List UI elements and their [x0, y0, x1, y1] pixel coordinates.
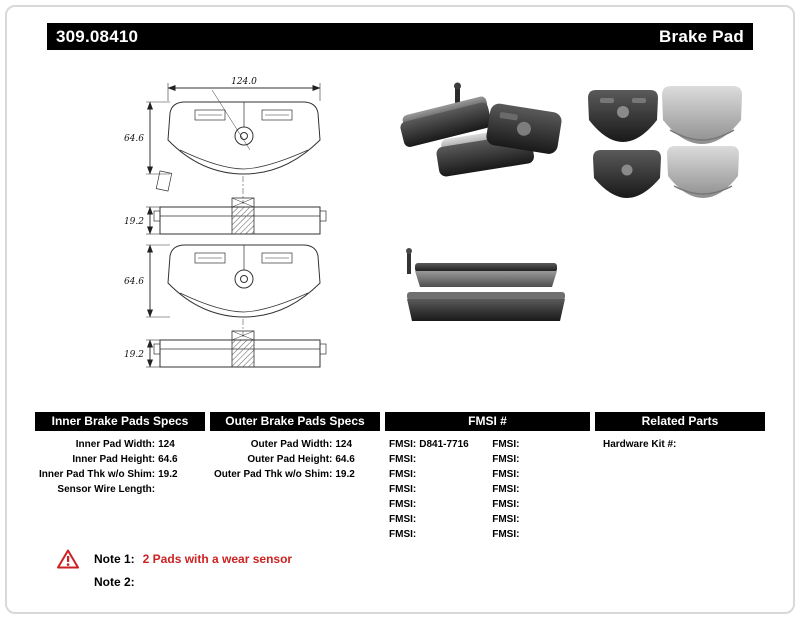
fmsi-value [519, 437, 555, 452]
fmsi-label: FMSI: [389, 469, 417, 480]
pad-side-view-1 [146, 176, 327, 235]
dim-thickness-label-2: 19.2 [124, 350, 144, 360]
warning-icon [57, 549, 79, 569]
dim-width-label: 124.0 [231, 77, 257, 87]
pad-side-view-2 [146, 319, 327, 368]
fmsi-label: FMSI: [492, 469, 520, 480]
fmsi-value [416, 512, 478, 527]
table-row: Outer Pad Height: 64.6 [214, 452, 368, 467]
spec-value: 64.6 [158, 454, 178, 465]
fmsi-label: FMSI: [492, 454, 520, 465]
note-label: Note 2: [94, 574, 135, 589]
fmsi-value [519, 512, 555, 527]
note-label: Note 1: [94, 551, 135, 566]
fmsi-value [416, 527, 478, 542]
fmsi-label: FMSI: [389, 514, 417, 525]
spec-value: 19.2 [335, 469, 355, 480]
spec-value: 124 [335, 439, 353, 450]
page-title: Brake Pad [659, 26, 744, 46]
table-row: Outer Pad Thk w/o Shim: 19.2 [214, 467, 368, 482]
spec-label: Inner Pad Thk w/o Shim: [39, 469, 156, 480]
table-row: Inner Pad Width: 124 [39, 437, 191, 452]
fmsi-header: FMSI # [385, 412, 590, 431]
fmsi-value [416, 452, 478, 467]
outer-specs-table: Outer Pad Width: 124 Outer Pad Height: 6… [214, 437, 368, 482]
spec-label: Outer Pad Width: [250, 439, 333, 450]
spec-value: 64.6 [335, 454, 355, 465]
fmsi-label: FMSI: [492, 514, 520, 525]
notes-section: Note 1: 2 Pads with a wear sensor Note 2… [57, 548, 292, 592]
fmsi-table: FMSI: D841-7716 FMSI: FMSI: FMSI: FMSI: … [389, 437, 555, 542]
fmsi-value [416, 497, 478, 512]
table-row: FMSI: FMSI: [389, 497, 555, 512]
table-row: Hardware Kit #: [595, 431, 765, 452]
dim-height-label-1: 64.6 [124, 134, 144, 144]
outer-specs-header: Outer Brake Pads Specs [210, 412, 380, 431]
fmsi-label: FMSI: [492, 499, 520, 510]
table-row: Inner Pad Thk w/o Shim: 19.2 [39, 467, 191, 482]
note-1: Note 1: 2 Pads with a wear sensor [57, 548, 292, 569]
inner-specs-table: Inner Pad Width: 124 Inner Pad Height: 6… [39, 437, 191, 497]
outer-specs-column: Outer Brake Pads Specs Outer Pad Width: … [210, 412, 380, 482]
fmsi-label: FMSI: [492, 529, 520, 540]
fmsi-value [519, 482, 555, 497]
fmsi-label: FMSI: [492, 439, 520, 450]
note-text: 2 Pads with a wear sensor [142, 551, 293, 566]
part-number: 309.08410 [56, 26, 139, 46]
table-row: FMSI: FMSI: [389, 467, 555, 482]
spec-value: 124 [158, 439, 175, 450]
fmsi-value [519, 497, 555, 512]
note-2: Note 2: [57, 571, 292, 592]
spec-label: Outer Pad Height: [247, 454, 333, 465]
spec-label: Outer Pad Thk w/o Shim: [214, 469, 333, 480]
fmsi-value [519, 467, 555, 482]
fmsi-value [519, 527, 555, 542]
fmsi-label: FMSI: [389, 529, 417, 540]
spec-label: Sensor Wire Length: [57, 484, 156, 495]
related-parts-column: Related Parts Hardware Kit #: [595, 412, 765, 452]
fmsi-label: FMSI: [389, 499, 417, 510]
fmsi-label: FMSI: [389, 439, 417, 450]
product-photos [400, 82, 742, 321]
fmsi-label: FMSI: [492, 484, 520, 495]
dim-height-label-2: 64.6 [124, 277, 144, 287]
fmsi-value [519, 452, 555, 467]
table-row: Outer Pad Width: 124 [214, 437, 368, 452]
fmsi-column: FMSI # FMSI: D841-7716 FMSI: FMSI: FMSI:… [385, 412, 590, 542]
spec-label: Inner Pad Height: [72, 454, 156, 465]
dim-thickness-label-1: 19.2 [124, 217, 144, 227]
technical-drawing: 124.0 64.6 19.2 64.6 19.2 [124, 77, 327, 368]
pad-front-view-2 [146, 244, 321, 318]
related-part-label: Hardware Kit #: [603, 439, 677, 450]
table-row: Sensor Wire Length: [39, 482, 191, 497]
fmsi-label: FMSI: [389, 484, 417, 495]
inner-specs-header: Inner Brake Pads Specs [35, 412, 205, 431]
photo-pads-front-back [588, 86, 742, 198]
fmsi-value [416, 482, 478, 497]
photo-pads-profile [406, 248, 565, 321]
spec-label: Inner Pad Width: [75, 439, 156, 450]
specs-section: Inner Brake Pads Specs Inner Pad Width: … [0, 412, 800, 547]
related-parts-header: Related Parts [595, 412, 765, 431]
photo-pads-angled [400, 82, 562, 177]
table-row: FMSI: FMSI: [389, 527, 555, 542]
pad-front-view-1 [146, 83, 321, 192]
fmsi-label: FMSI: [389, 454, 417, 465]
header-bar: 309.08410 Brake Pad [47, 23, 753, 50]
spec-value [155, 482, 191, 497]
spec-value: 19.2 [158, 469, 178, 480]
inner-specs-column: Inner Brake Pads Specs Inner Pad Width: … [35, 412, 205, 497]
table-row: Inner Pad Height: 64.6 [39, 452, 191, 467]
fmsi-value: D841-7716 [419, 439, 469, 450]
table-row: FMSI: FMSI: [389, 482, 555, 497]
fmsi-value [416, 467, 478, 482]
table-row: FMSI: FMSI: [389, 512, 555, 527]
table-row: FMSI: FMSI: [389, 452, 555, 467]
table-row: FMSI: D841-7716 FMSI: [389, 437, 555, 452]
